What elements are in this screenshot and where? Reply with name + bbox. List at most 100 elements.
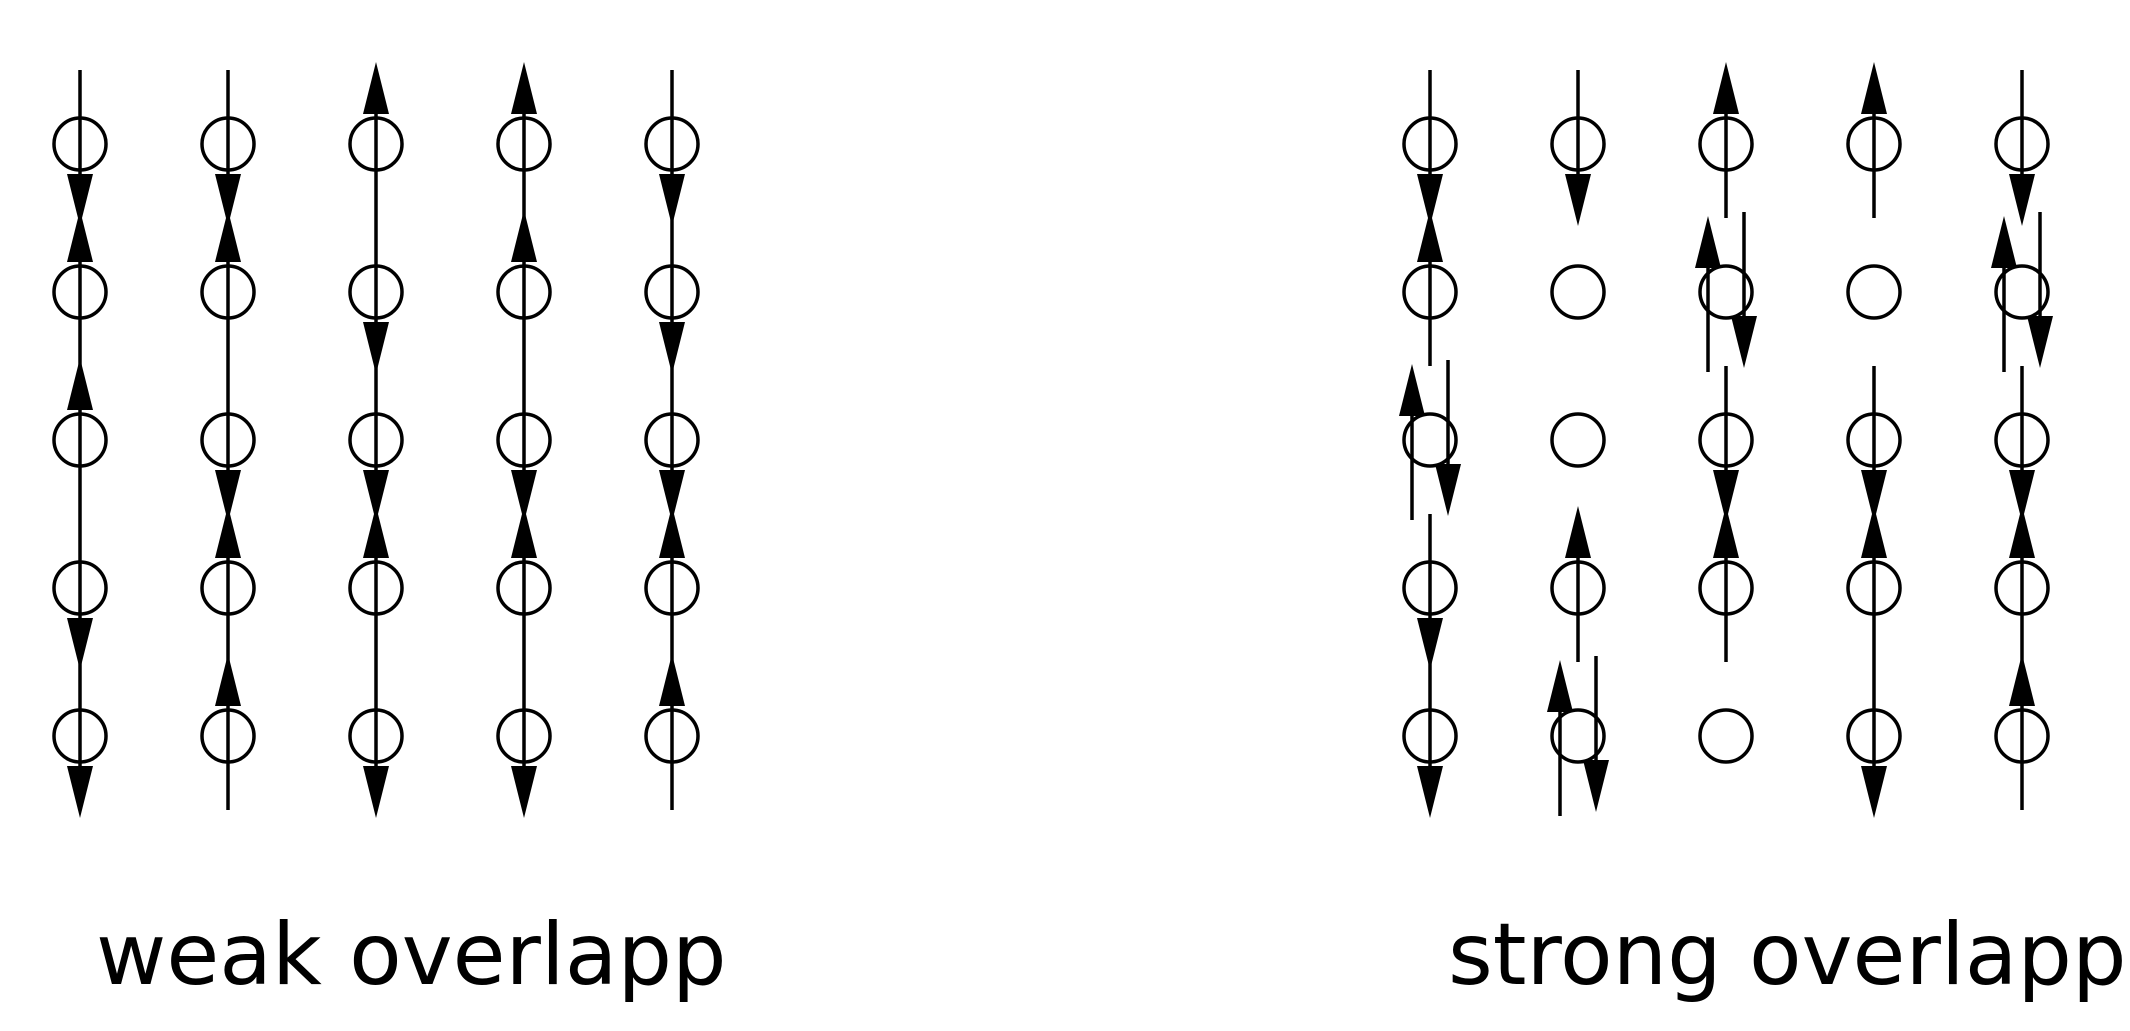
spin-down	[2009, 70, 2035, 226]
spin-up	[67, 358, 93, 514]
lattice-site-4-2	[1698, 708, 1754, 764]
lattice-site-3-3	[496, 506, 552, 662]
spin-down	[2009, 366, 2035, 522]
spin-down	[1583, 656, 1609, 812]
lattice-site-3-3	[1846, 506, 1902, 662]
lattice-site-4-3	[1846, 662, 1902, 818]
spin-down	[67, 662, 93, 818]
arrow-down-icon	[659, 470, 685, 522]
spin-down	[1713, 366, 1739, 522]
lattice-site-0-3	[496, 62, 552, 218]
site-circle-icon	[1698, 264, 1754, 320]
lattice-site-1-1	[200, 210, 256, 366]
arrow-down-icon	[1417, 766, 1443, 818]
site-circle-icon	[1550, 708, 1606, 764]
spin-up	[67, 210, 93, 366]
arrow-up-icon	[659, 506, 685, 558]
strong-overlap-caption: strong overlapp	[1448, 905, 2127, 1005]
spin-up	[511, 506, 537, 662]
lattice-site-1-0	[1402, 210, 1458, 366]
lattice-site-3-1	[200, 506, 256, 662]
lattice-site-3-0	[52, 514, 108, 670]
arrow-down-icon	[659, 322, 685, 374]
arrow-up-icon	[1713, 62, 1739, 114]
spin-up	[1713, 62, 1739, 218]
lattice-site-1-0	[52, 210, 108, 366]
arrow-down-icon	[1583, 760, 1609, 812]
spin-up	[2009, 654, 2035, 810]
spin-down	[67, 514, 93, 670]
spin-down	[659, 70, 685, 226]
spin-down	[363, 366, 389, 522]
lattice-site-3-4	[644, 506, 700, 662]
lattice-site-4-1	[1547, 656, 1609, 816]
arrow-down-icon	[1417, 618, 1443, 670]
spin-up	[1399, 364, 1425, 520]
arrow-down-icon	[1565, 174, 1591, 226]
spin-up	[1861, 506, 1887, 662]
lattice-site-4-4	[1994, 654, 2050, 810]
lattice-site-0-1	[200, 70, 256, 226]
arrow-down-icon	[67, 174, 93, 226]
lattice-site-2-2	[348, 366, 404, 522]
spin-up	[1417, 210, 1443, 366]
lattice-site-1-2	[348, 218, 404, 374]
lattice-site-2-3	[1846, 366, 1902, 522]
arrow-up-icon	[363, 62, 389, 114]
arrow-down-icon	[215, 470, 241, 522]
spin-down	[659, 366, 685, 522]
arrow-up-icon	[1861, 62, 1887, 114]
arrow-down-icon	[1713, 470, 1739, 522]
spin-down	[1861, 662, 1887, 818]
site-circle-icon	[1994, 264, 2050, 320]
spin-down	[511, 366, 537, 522]
arrow-down-icon	[1417, 174, 1443, 226]
spin-up	[215, 654, 241, 810]
arrow-up-icon	[1713, 506, 1739, 558]
arrow-up-icon	[511, 62, 537, 114]
lattice-site-0-3	[1846, 62, 1902, 218]
arrow-up-icon	[363, 506, 389, 558]
arrow-up-icon	[2009, 506, 2035, 558]
spin-up	[511, 210, 537, 366]
site-circle-icon	[1402, 412, 1458, 468]
arrow-down-icon	[363, 470, 389, 522]
lattice-site-0-2	[1698, 62, 1754, 218]
spin-down	[1731, 212, 1757, 368]
lattice-site-4-3	[496, 662, 552, 818]
arrow-down-icon	[363, 766, 389, 818]
spin-down	[215, 70, 241, 226]
spin-up	[2009, 506, 2035, 662]
spin-up	[659, 654, 685, 810]
lattice-site-3-4	[1994, 506, 2050, 662]
arrow-down-icon	[511, 470, 537, 522]
site-circle-icon	[1550, 412, 1606, 468]
lattice-site-3-0	[1402, 514, 1458, 670]
lattice-site-2-3	[496, 366, 552, 522]
lattice-site-0-0	[52, 70, 108, 226]
lattice-site-2-0	[52, 358, 108, 514]
spin-down	[1565, 70, 1591, 226]
lattice-site-2-4	[644, 366, 700, 522]
lattice-site-3-2	[348, 506, 404, 662]
arrow-down-icon	[1861, 470, 1887, 522]
lattice-site-1-3	[496, 210, 552, 366]
lattice-site-0-4	[1994, 70, 2050, 226]
arrow-up-icon	[1861, 506, 1887, 558]
site-circle-icon	[1550, 264, 1606, 320]
arrow-up-icon	[1565, 506, 1591, 558]
arrow-up-icon	[2009, 654, 2035, 706]
spin-down	[67, 70, 93, 226]
arrow-up-icon	[67, 210, 93, 262]
arrow-down-icon	[363, 322, 389, 374]
lattice-site-4-0	[1402, 662, 1458, 818]
lattice-site-1-1	[1550, 264, 1606, 320]
lattice-site-0-4	[644, 70, 700, 226]
arrow-up-icon	[511, 210, 537, 262]
spin-down	[363, 218, 389, 374]
arrow-down-icon	[659, 174, 685, 226]
lattice-site-1-3	[1846, 264, 1902, 320]
lattice-site-3-1	[1550, 506, 1606, 662]
lattice-site-1-4	[644, 218, 700, 374]
